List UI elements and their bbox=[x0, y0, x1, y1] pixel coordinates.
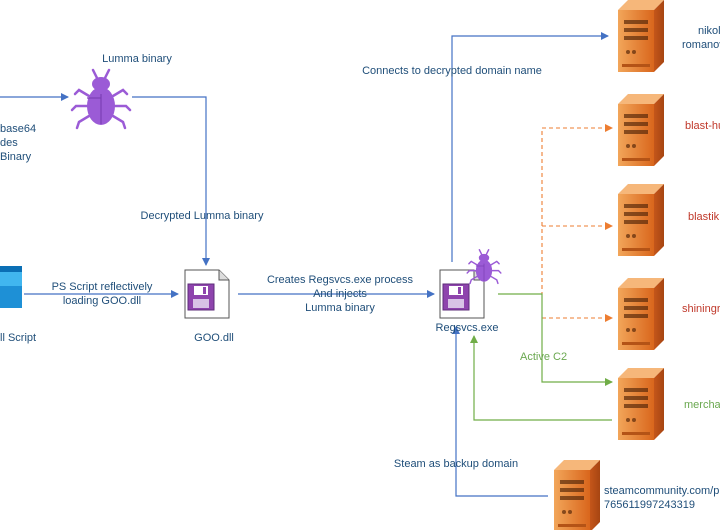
regsvcs-label: Regsvcs.exe bbox=[435, 322, 499, 334]
edge-regsvcs-to-nikola bbox=[451, 32, 609, 262]
ps-reflective-line-2: loading GOO.dll bbox=[62, 295, 142, 307]
base64-line-1: base64 bbox=[0, 123, 37, 135]
steam-backup-label: Steam as backup domain bbox=[393, 458, 519, 470]
lumma-binary-label: Lumma binary bbox=[102, 53, 172, 65]
server-icon bbox=[618, 0, 664, 72]
edge-c2-trunk bbox=[498, 128, 543, 295]
active-c2-label: Active C2 bbox=[520, 351, 568, 363]
edge-steam-backup bbox=[452, 326, 548, 497]
base64-line-2: des bbox=[0, 137, 18, 149]
bug-icon bbox=[70, 68, 132, 130]
server-label-nikola-2: romanov bbox=[682, 39, 720, 51]
server-icon bbox=[618, 94, 664, 166]
server-label-nikola-1: nikola bbox=[698, 25, 720, 37]
server-label-blastik: blastik bbox=[688, 211, 720, 223]
server-label-mercha: mercha bbox=[684, 399, 720, 411]
edge-active-c2-return bbox=[470, 335, 612, 421]
creates-process-line-3: Lumma binary bbox=[305, 302, 375, 314]
server-label-steam-1: steamcommunity.com/p bbox=[604, 485, 720, 497]
goo-dll-label: GOO.dll bbox=[194, 332, 234, 344]
server-label-blast-hu: blast-hu bbox=[685, 120, 720, 132]
powershell-window-icon bbox=[0, 266, 22, 308]
server-label-shiningr: shiningr bbox=[682, 303, 720, 315]
connects-decrypted-label: Connects to decrypted domain name bbox=[362, 65, 542, 77]
ps-reflective-line-1: PS Script reflectively bbox=[51, 281, 153, 293]
server-icon bbox=[618, 184, 664, 256]
edge-bug-to-goo bbox=[132, 96, 210, 266]
decrypted-lumma-label: Decrypted Lumma binary bbox=[140, 210, 264, 222]
creates-process-line-1: Creates Regsvcs.exe process bbox=[266, 274, 414, 286]
edge-active-c2 bbox=[498, 293, 613, 386]
base64-line-3: Binary bbox=[0, 151, 32, 163]
server-icon bbox=[554, 460, 600, 530]
server-label-steam-2: 765611997243319 bbox=[604, 499, 695, 511]
server-icon bbox=[618, 278, 664, 350]
document-icon bbox=[184, 269, 230, 319]
creates-process-line-2: And injects bbox=[313, 288, 367, 300]
powershell-script-label: ll Script bbox=[0, 332, 37, 344]
server-icon bbox=[618, 368, 664, 440]
document-icon bbox=[439, 269, 485, 319]
